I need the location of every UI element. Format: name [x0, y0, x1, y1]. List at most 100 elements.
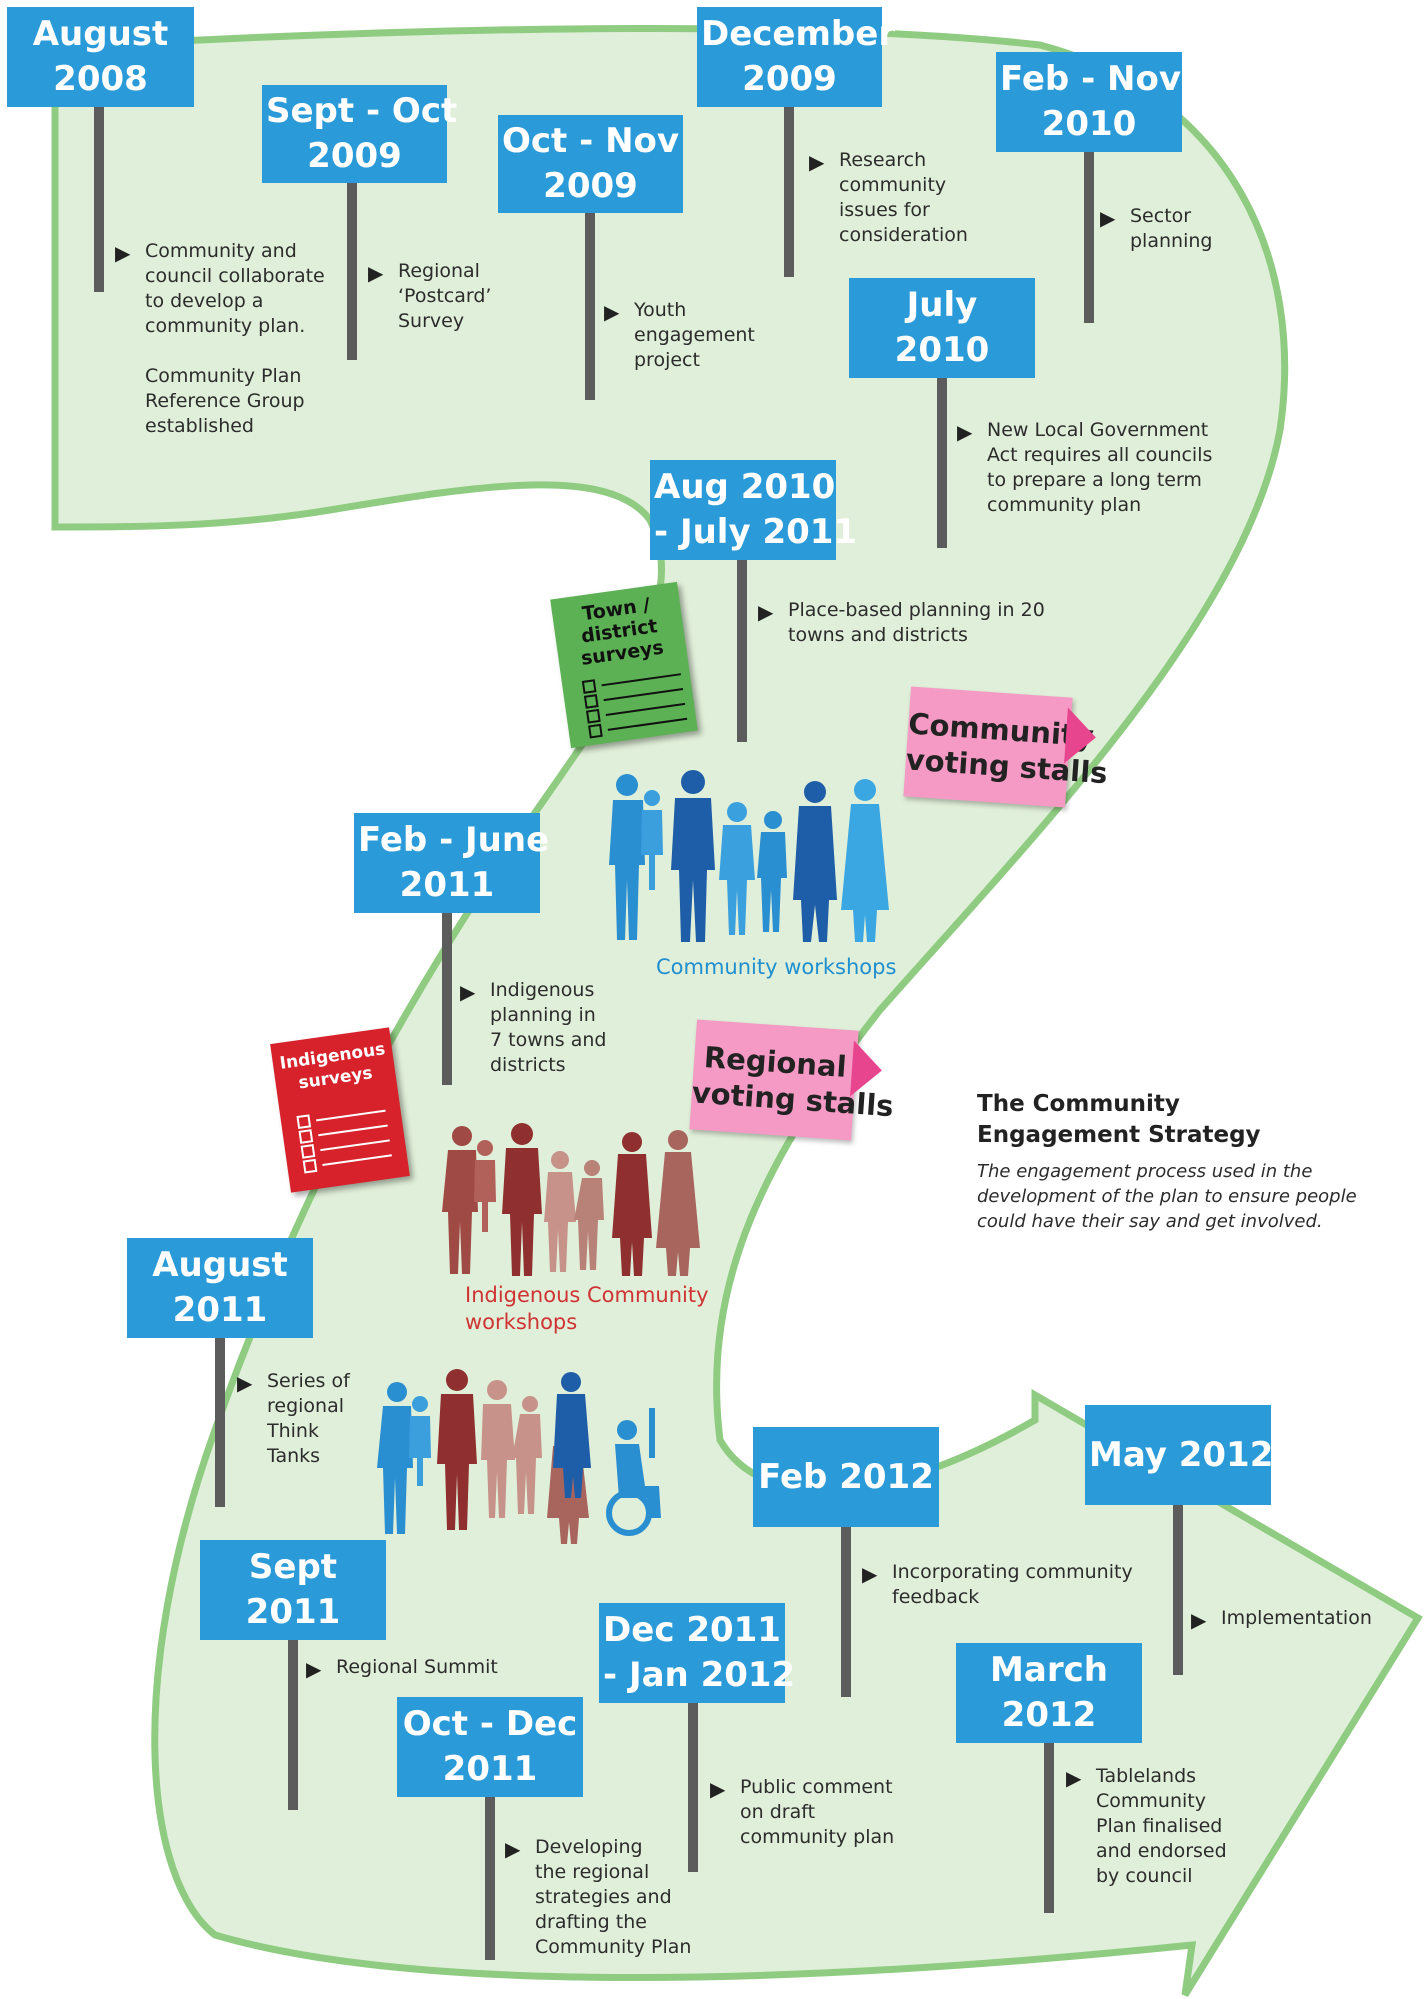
milestone-date-sign: March 2012	[956, 1643, 1142, 1743]
milestone-pole	[784, 100, 794, 277]
town-district-surveys-card: Town / district surveys	[550, 581, 698, 749]
date-line: March	[990, 1650, 1108, 1690]
title-line: The Community	[977, 1091, 1180, 1117]
note-line: drafting the	[535, 1911, 647, 1933]
community-voting-stalls-sign: Community voting stalls	[903, 686, 1109, 808]
note-line: Think	[267, 1420, 319, 1442]
pointer-arrow-icon: ▶	[809, 150, 825, 174]
engagement-strategy-legend: The Community Engagement Strategy The en…	[977, 1089, 1357, 1234]
desc-line: The engagement process used in the	[977, 1161, 1313, 1182]
note-line: Regional Summit	[336, 1656, 498, 1678]
note-line: planning in	[490, 1004, 596, 1026]
note-line: on draft	[740, 1801, 816, 1823]
desc-line: could have their say and get involved.	[977, 1211, 1323, 1232]
wheelchair-user-icon	[606, 1408, 661, 1536]
milestone-date-sign: May 2012	[1085, 1405, 1274, 1505]
pointer-arrow-icon: ▶	[1100, 206, 1116, 230]
note-line: feedback	[892, 1586, 980, 1608]
person-silhouette-icon	[757, 811, 787, 932]
date-line: Oct - Dec	[402, 1704, 578, 1744]
milestone-note: ▶ New Local Government Act requires all …	[957, 418, 1212, 518]
milestone-pole	[94, 100, 104, 292]
community-workshop-people-group	[609, 770, 889, 942]
person-silhouette-icon	[612, 1132, 652, 1276]
date-line: Feb 2012	[758, 1456, 934, 1497]
milestone-pole	[841, 1520, 851, 1697]
milestone-date-sign: Sept 2011	[200, 1540, 386, 1640]
note-line: consideration	[839, 224, 968, 246]
note-line: established	[145, 415, 254, 437]
checklist-icon	[581, 667, 688, 740]
milestone-pole	[1044, 1735, 1054, 1913]
pointer-arrow-icon: ▶	[1191, 1608, 1207, 1632]
milestone-pole	[347, 175, 357, 360]
pointer-arrow-icon: ▶	[505, 1837, 521, 1861]
date-line: August	[152, 1245, 288, 1285]
person-silhouette-icon	[377, 1382, 413, 1534]
date-line: May 2012	[1089, 1434, 1274, 1475]
pointer-arrow-icon: ▶	[306, 1657, 322, 1681]
date-line: 2010	[1041, 104, 1137, 144]
date-line: 2011	[399, 865, 495, 905]
pointer-arrow-icon: ▶	[1066, 1766, 1082, 1790]
date-line: 2011	[442, 1749, 538, 1789]
pointer-arrow-icon: ▶	[710, 1777, 726, 1801]
milestone-note: ▶ Developing the regional strategies and…	[505, 1835, 692, 1960]
person-silhouette-icon	[502, 1123, 542, 1276]
pointer-arrow-icon: ▶	[115, 241, 131, 265]
date-line: July	[906, 285, 978, 325]
pointer-arrow-icon: ▶	[758, 600, 774, 624]
note-line: council collaborate	[145, 265, 325, 287]
pointer-arrow-icon: ▶	[604, 300, 620, 324]
person-silhouette-icon	[544, 1151, 576, 1272]
milestone-pole	[937, 370, 947, 548]
date-line: December	[701, 14, 896, 54]
flag-icon	[850, 1040, 884, 1099]
date-line: Feb - Nov	[1000, 59, 1182, 99]
date-line: Aug 2010	[654, 467, 836, 507]
milestone-pole	[1173, 1500, 1183, 1675]
note-line: community plan	[740, 1826, 895, 1848]
date-line: 2010	[894, 330, 990, 370]
milestone-note: ▶ Sector planning	[1100, 204, 1212, 254]
pointer-arrow-icon: ▶	[862, 1562, 878, 1586]
milestone-pole	[585, 205, 595, 400]
milestone-note: ▶ Youth engagement project	[604, 298, 755, 373]
person-silhouette-icon	[481, 1380, 515, 1518]
checklist-icon	[296, 1104, 392, 1176]
strategy-title: The Community Engagement Strategy	[977, 1089, 1357, 1151]
caption-line: workshops	[465, 1310, 578, 1334]
date-line: 2009	[307, 136, 402, 176]
note-line: Place-based planning in 20	[788, 599, 1045, 621]
date-line: - July 2011	[654, 512, 858, 552]
think-tank-people-group	[377, 1369, 661, 1544]
date-line: 2012	[1001, 1695, 1097, 1735]
milestone-note: ▶ Place-based planning in 20 towns and d…	[758, 598, 1045, 648]
milestone-pole	[737, 550, 747, 742]
date-line: - Jan 2012	[603, 1655, 796, 1695]
note-line: ‘Postcard’	[398, 285, 492, 307]
person-silhouette-icon	[719, 802, 755, 935]
note-line: towns and districts	[788, 624, 968, 646]
note-line: Series of	[267, 1370, 350, 1392]
milestone-date-sign: August 2008	[7, 7, 194, 107]
date-line: Sept	[248, 1547, 338, 1587]
note-line: issues for	[839, 199, 930, 221]
date-line: August	[32, 14, 169, 54]
note-line: Community Plan	[535, 1936, 692, 1958]
note-line: by council	[1096, 1865, 1193, 1887]
person-silhouette-icon	[574, 1160, 604, 1270]
note-line: Tablelands	[1096, 1765, 1197, 1787]
note-line: to develop a	[145, 290, 264, 312]
milestone-note: ▶ Regional ‘Postcard’ Survey	[368, 259, 492, 334]
milestone-note: ▶ Indigenous planning in 7 towns and dis…	[460, 978, 606, 1078]
milestone-date-sign: Oct - Nov 2009	[498, 115, 683, 213]
note-line: project	[634, 349, 700, 371]
regional-voting-stalls-sign: Regional voting stalls	[689, 1019, 895, 1141]
note-line: Survey	[398, 310, 465, 332]
milestone-date-sign: Feb - Nov 2010	[996, 52, 1182, 152]
person-silhouette-icon	[793, 781, 837, 942]
person-silhouette-icon	[512, 1396, 542, 1514]
note-line: Incorporating community	[892, 1561, 1133, 1583]
milestone-date-sign: August 2011	[127, 1238, 313, 1338]
